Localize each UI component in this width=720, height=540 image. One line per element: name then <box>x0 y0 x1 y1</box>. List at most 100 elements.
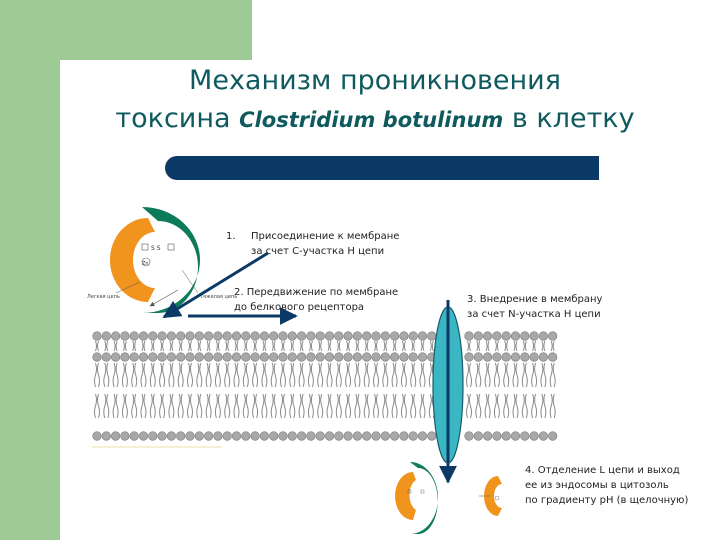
lipid-head <box>167 353 176 362</box>
lipid-head <box>353 332 362 341</box>
lipid-head <box>297 353 306 362</box>
step-4-line-1: 4. Отделение L цепи и выход <box>525 463 688 478</box>
step-3-line-2: за счет N-участка Н цепи <box>467 307 602 322</box>
lipid-head <box>242 432 251 441</box>
lipid-head <box>381 332 390 341</box>
lipid-head <box>149 432 158 441</box>
toxin-label-arrow <box>150 290 178 306</box>
lipid-head <box>223 353 232 362</box>
disulfide-bond-box <box>142 244 148 250</box>
heavy-chain-shape <box>410 462 438 534</box>
lipid-head <box>539 332 548 341</box>
lipid-head <box>102 432 111 441</box>
lipid-head <box>111 432 120 441</box>
step-2-caption: 2. Передвижение по мембране до белкового… <box>234 285 398 315</box>
lipid-head <box>539 432 548 441</box>
lipid-head <box>548 332 557 341</box>
lipid-head <box>149 353 158 362</box>
lipid-head <box>111 332 120 341</box>
lipid-head <box>214 353 223 362</box>
lipid-head <box>232 332 241 341</box>
lipid-head <box>344 432 353 441</box>
lipid-head <box>167 432 176 441</box>
lipid-head <box>195 353 204 362</box>
lipid-head <box>111 353 120 362</box>
lipid-head <box>260 332 269 341</box>
lipid-head <box>390 332 399 341</box>
lipid-head <box>279 432 288 441</box>
lipid-head <box>400 432 409 441</box>
step-1-line-1: Присоединение к мембране <box>251 231 399 242</box>
lipid-head <box>530 353 539 362</box>
lipid-head <box>223 432 232 441</box>
lipid-head <box>279 332 288 341</box>
step-3-line-1: 3. Внедрение в мембрану <box>467 292 602 307</box>
lipid-head <box>362 432 371 441</box>
lipid-head <box>390 432 399 441</box>
lipid-head <box>400 353 409 362</box>
disulfide-bond-box <box>168 244 174 250</box>
lipid-head <box>186 432 195 441</box>
lipid-head <box>335 353 344 362</box>
lipid-head <box>483 353 492 362</box>
lipid-head <box>521 432 530 441</box>
light-chain-label: Легкая цепь <box>87 294 120 300</box>
lipid-head <box>288 432 297 441</box>
lipid-head <box>474 353 483 362</box>
lipid-head <box>493 353 502 362</box>
lipid-head <box>493 432 502 441</box>
lipid-head <box>530 332 539 341</box>
lipid-head <box>548 432 557 441</box>
lipid-head <box>176 353 185 362</box>
lipid-head <box>409 332 418 341</box>
lipid-head <box>530 432 539 441</box>
lipid-head <box>502 353 511 362</box>
zinc-label: Zn <box>142 261 149 267</box>
disulfide-bond-box <box>421 490 424 493</box>
toxin-molecule-small <box>395 462 438 534</box>
lipid-head <box>362 332 371 341</box>
lipid-head <box>502 432 511 441</box>
lipid-head <box>279 353 288 362</box>
lipid-head <box>390 353 399 362</box>
lipid-head <box>325 332 334 341</box>
lipid-head <box>269 432 278 441</box>
lipid-head <box>409 353 418 362</box>
lipid-head <box>325 353 334 362</box>
lipid-head <box>214 332 223 341</box>
step-4-line-3: по градиенту рН (в щелочную) <box>525 493 688 508</box>
lipid-head <box>372 332 381 341</box>
lipid-head <box>121 332 130 341</box>
step-2-line-1: 2. Передвижение по мембране <box>234 285 398 300</box>
lipid-head <box>353 432 362 441</box>
lipid-head <box>204 432 213 441</box>
lipid-head <box>93 332 102 341</box>
step-4-line-2: ее из эндосомы в цитозоль <box>525 478 688 493</box>
lipid-head <box>409 432 418 441</box>
lipid-head <box>260 432 269 441</box>
lipid-head <box>465 432 474 441</box>
lipid-head <box>251 332 260 341</box>
lipid-head <box>130 332 139 341</box>
lipid-head <box>121 432 130 441</box>
lipid-head <box>93 432 102 441</box>
lipid-head <box>521 332 530 341</box>
lipid-head <box>372 353 381 362</box>
lipid-head <box>130 353 139 362</box>
lipid-head <box>307 353 316 362</box>
step-1-caption: 1.Присоединение к мембране за счет С-уча… <box>226 229 399 259</box>
lipid-head <box>381 432 390 441</box>
lipid-head <box>251 432 260 441</box>
lipid-head <box>139 353 148 362</box>
lipid-head <box>511 353 520 362</box>
lipid-head <box>195 332 204 341</box>
lipid-head <box>158 432 167 441</box>
lipid-head <box>186 332 195 341</box>
lipid-head <box>269 353 278 362</box>
lipid-head <box>93 353 102 362</box>
lipid-head <box>418 332 427 341</box>
lipid-head <box>232 353 241 362</box>
toxin-molecule: S S Zn Легкая цепь Тяжелая цепь <box>87 207 237 313</box>
lipid-head <box>316 332 325 341</box>
